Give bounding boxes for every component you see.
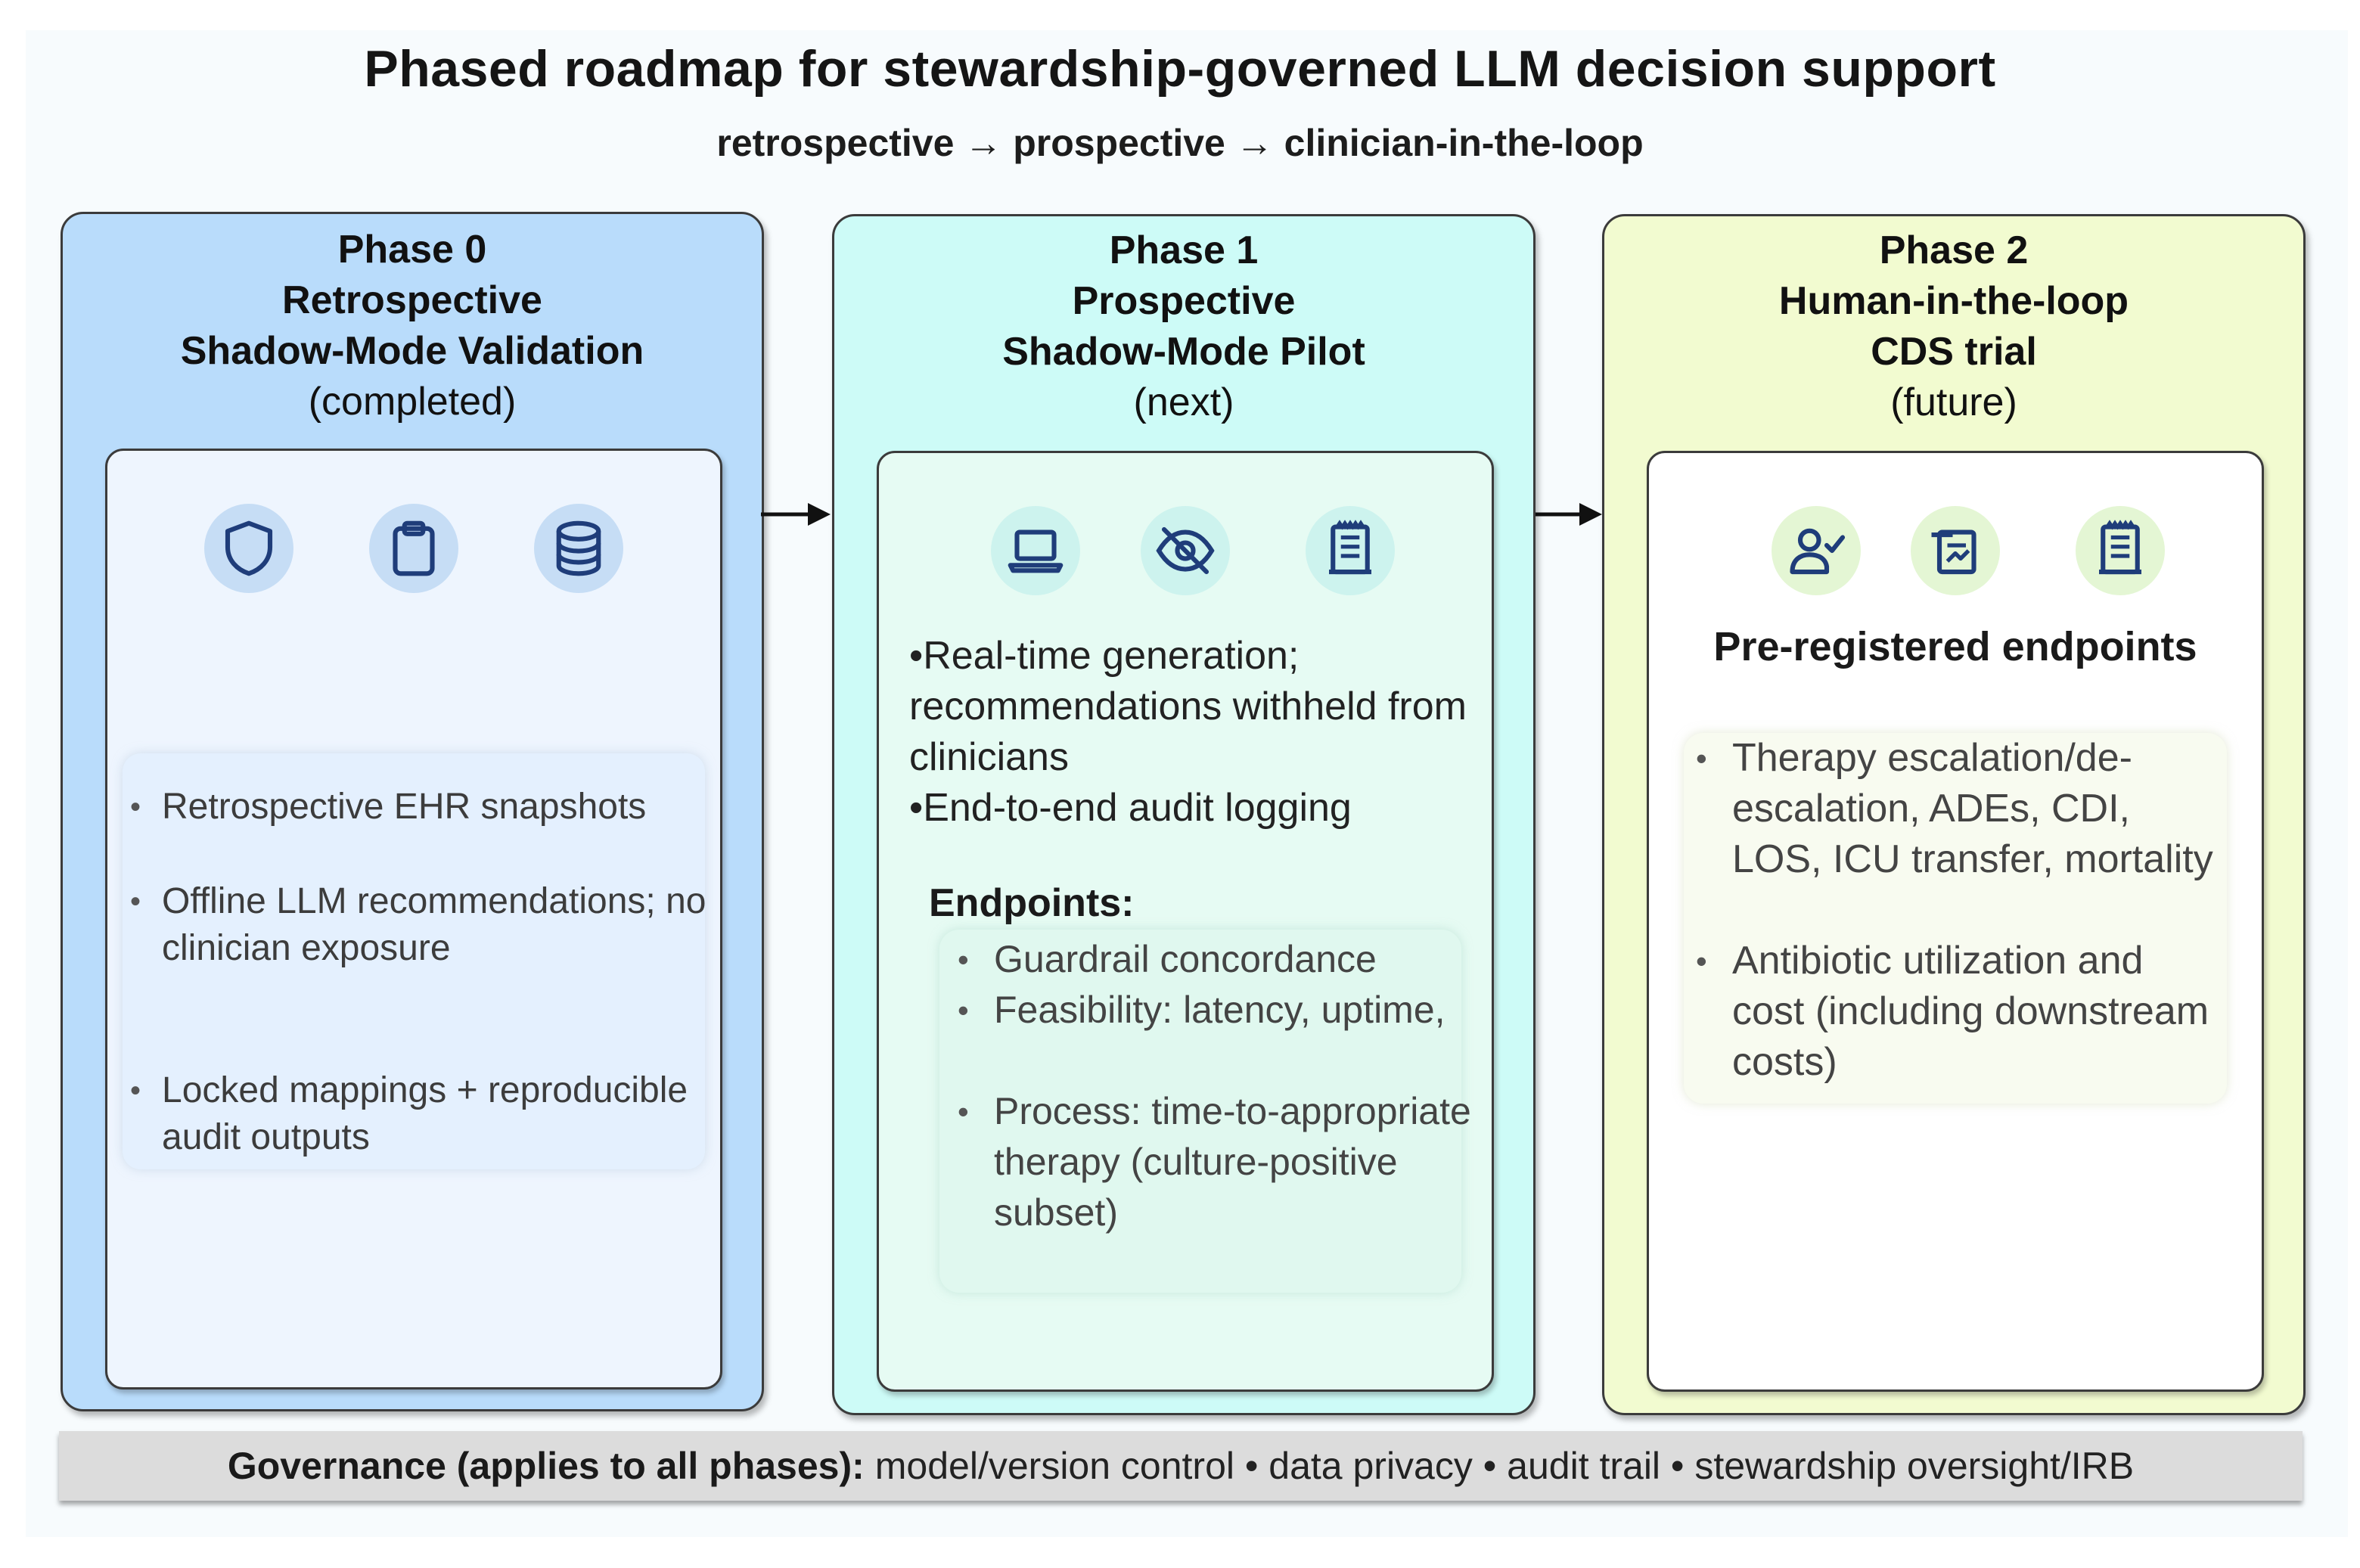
governance-label: Governance (applies to all phases): [227,1445,865,1487]
governance-bar: Governance (applies to all phases): mode… [59,1431,2303,1501]
phase-1-endpoint: Process: time-to-appropriate therapy (cu… [958,1086,1478,1238]
phase-0-label: Phase 0 [337,228,487,272]
phase-2-endpoint: Antibiotic utilization and cost (includi… [1696,936,2224,1088]
log-document-icon [2076,506,2165,595]
governance-items: model/version control • data privacy • a… [874,1445,2135,1487]
phase-2-status: (future) [1890,380,2017,424]
phase-1-name-line1: Prospective [1072,279,1296,323]
phase-1-status: (next) [1133,380,1234,424]
phase-1-name-line2: Shadow-Mode Pilot [1002,330,1365,374]
log-document-icon [1306,506,1395,595]
phase-0-bullet-list: Retrospective EHR snapshots Offline LLM … [123,753,706,1169]
phase-0-bullet: Retrospective EHR snapshots [130,784,706,831]
phase-2-endpoints-title: Pre-registered endpoints [1713,624,2197,669]
diagram-subtitle: retrospective → prospective → clinician-… [716,122,1644,164]
phase-1-note: •End-to-end audit logging [909,786,1352,830]
phase-0-panel: Phase 0 Retrospective Shadow-Mode Valida… [61,212,764,1411]
laptop-icon [991,506,1080,595]
shield-icon [204,504,293,593]
phase-2-panel: Phase 2 Human-in-the-loop CDS trial (fut… [1602,214,2306,1415]
phase-0-icon-row [107,504,720,595]
phase-1-header: Phase 1 Prospective Shadow-Mode Pilot (n… [834,225,1533,428]
arrow-phase1-to-phase2 [1532,503,1602,526]
phase-2-endpoints-list: Therapy escalation/de-escalation, ADEs, … [1684,733,2227,1104]
phase-1-endpoints-list: Guardrail concordance Feasibility: laten… [939,930,1471,1293]
phase-0-bullet: Locked mappings + reproducible audit out… [130,1067,706,1161]
phase-1-note: •Real-time generation; recommendations w… [909,634,1467,779]
phase-0-bullet: Offline LLM recommendations; no clinicia… [130,878,706,972]
phase-1-label: Phase 1 [1109,228,1259,272]
phase-1-panel: Phase 1 Prospective Shadow-Mode Pilot (n… [832,214,1536,1415]
phase-2-content-card: Pre-registered endpoints Therapy escalat… [1647,451,2264,1392]
signed-document-icon [1911,506,2000,595]
phase-0-name-line1: Retrospective [282,278,542,322]
phase-1-endpoint: Feasibility: latency, uptime, [958,985,1478,1036]
phase-1-content-card: •Real-time generation; recommendations w… [877,451,1494,1392]
phase-1-notes: •Real-time generation; recommendations w… [909,631,1484,834]
phase-2-endpoint: Therapy escalation/de-escalation, ADEs, … [1696,733,2224,885]
diagram-title: Phased roadmap for stewardship-governed … [364,40,1996,98]
phase-0-header: Phase 0 Retrospective Shadow-Mode Valida… [63,225,762,427]
clipboard-icon [369,504,458,593]
phase-2-header: Phase 2 Human-in-the-loop CDS trial (fut… [1604,225,2303,428]
phase-0-status: (completed) [308,380,517,424]
phase-2-icon-row [1649,506,2262,597]
phase-0-content-card: Retrospective EHR snapshots Offline LLM … [105,449,722,1389]
phase-1-endpoints-title: Endpoints: [929,881,1135,925]
phase-2-name-line2: CDS trial [1871,330,2037,374]
phase-1-endpoint: Guardrail concordance [958,934,1478,985]
phase-2-name-line1: Human-in-the-loop [1778,279,2129,323]
phase-1-icon-row [879,506,1492,597]
arrow-phase0-to-phase1 [761,503,831,526]
user-check-icon [1772,506,1861,595]
phase-0-name-line2: Shadow-Mode Validation [180,329,644,373]
eye-off-icon [1141,506,1230,595]
phase-2-label: Phase 2 [1879,228,2029,272]
database-icon [534,504,623,593]
